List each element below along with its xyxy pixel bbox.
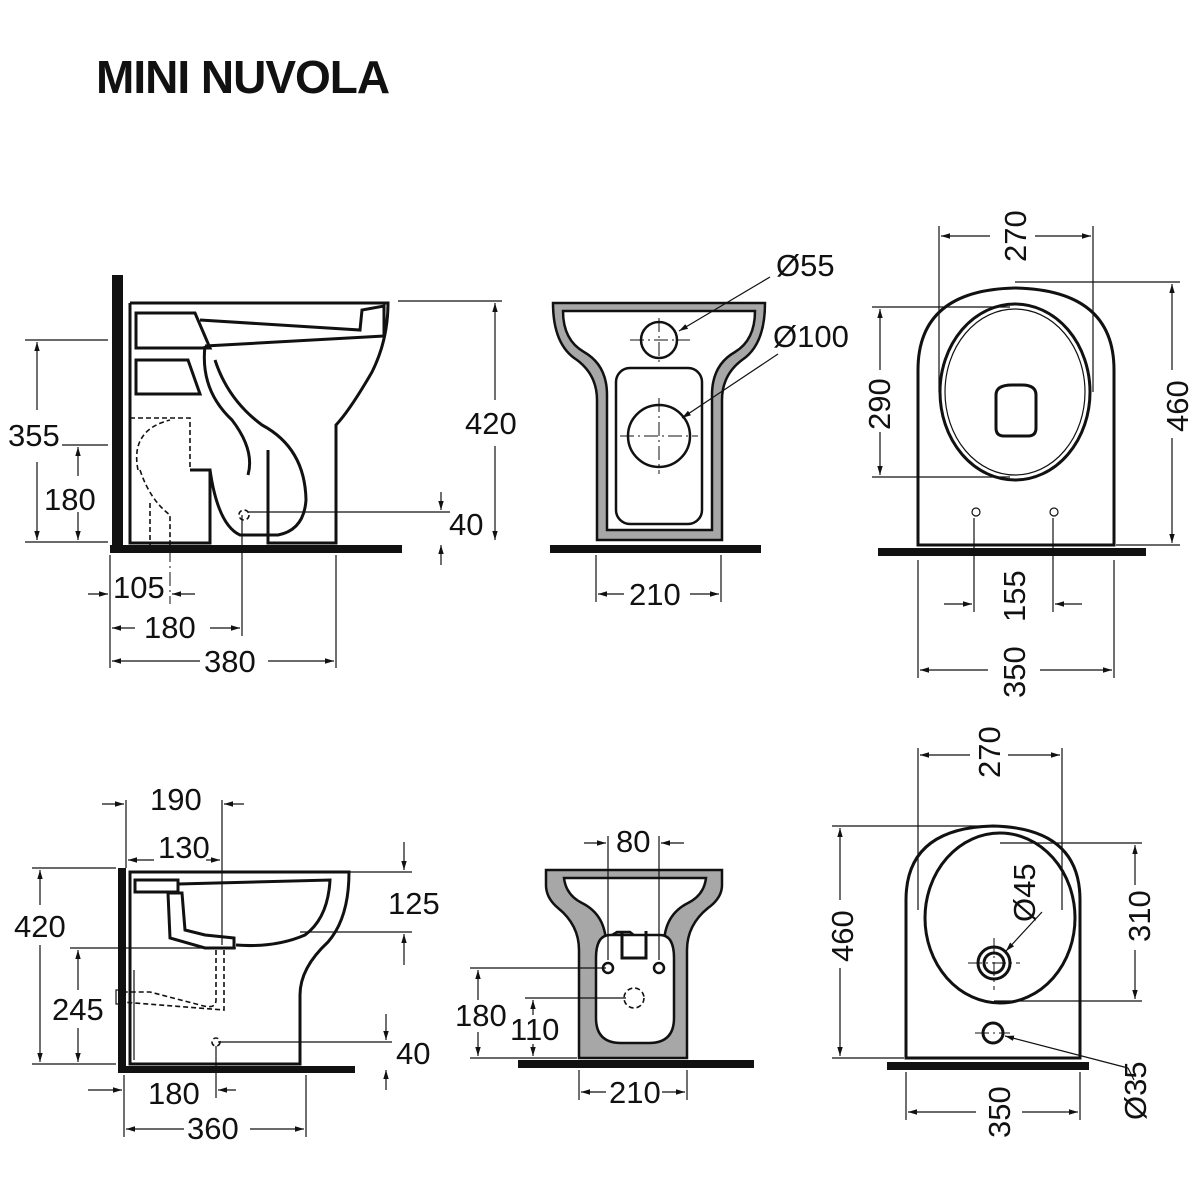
dim-wc-side-105: 105 [113,570,165,605]
dim-bidet-front-80: 80 [616,824,650,859]
wc-top-bowl [938,302,1092,482]
dim-wc-front-d100: Ø100 [773,319,849,354]
wc-top-view: 270 290 460 155 350 [862,210,1195,698]
dim-bidet-top-270: 270 [972,726,1007,778]
bidet-bowl-inner [177,878,332,948]
wc-fixing-hole-right [1049,507,1059,517]
bidet-hidden-waste [121,950,225,1011]
wc-fixing-point [238,509,250,521]
bidet-front-tap [620,931,648,960]
dim-wc-front-210: 210 [629,577,681,612]
wc-rim [199,304,386,348]
dim-wc-side-40: 40 [449,507,483,542]
dim-bidet-side-180: 180 [148,1076,200,1111]
bidet-side-view: 190 130 125 420 245 40 1 [14,782,440,1146]
floor-line [118,1066,355,1073]
bidet-overflow-channel [166,891,236,950]
dim-wc-side-180h: 180 [44,482,96,517]
bidet-body-outline [128,870,351,1066]
wall-line [118,868,126,1073]
dim-bidet-side-190: 190 [150,782,202,817]
dim-bidet-top-460: 460 [825,910,860,962]
wc-side-view: 355 180 420 40 105 180 380 [8,275,517,679]
dim-wc-top-155: 155 [997,570,1032,622]
bidet-top-bowl [923,831,1077,1005]
bidet-top-view: 270 460 310 Ø45 350 Ø35 [825,726,1157,1138]
dim-wc-side-420: 420 [465,406,517,441]
wc-hidden-outlet [130,417,191,548]
bidet-fixing-right [652,961,666,975]
bidet-waste-hidden [623,987,645,1009]
wc-trap-inner [202,345,252,476]
dim-bidet-front-110: 110 [510,1012,559,1047]
dim-bidet-side-130: 130 [158,830,210,865]
dim-wc-top-460: 460 [1160,380,1195,432]
dim-wc-top-270: 270 [998,210,1033,262]
floor-line [887,1062,1089,1070]
bidet-front-panel [594,933,676,1045]
wc-front-view: Ø55 Ø100 210 [550,248,849,612]
wc-cistern-channel [134,311,213,350]
dim-wc-top-290: 290 [862,378,897,430]
wc-base-outline [128,303,212,545]
wc-fixing-hole-left [971,507,981,517]
dim-bidet-side-40: 40 [396,1036,430,1071]
dim-wc-top-350: 350 [997,646,1032,698]
dim-wc-side-180w: 180 [144,610,196,645]
bidet-front-view: 80 180 110 210 [455,824,754,1110]
dim-bidet-top-310: 310 [1122,890,1157,942]
product-title: MINI NUVOLA [96,51,390,103]
wc-top-outlet [994,383,1038,438]
dim-wc-side-380: 380 [204,644,256,679]
dim-bidet-side-420: 420 [14,909,66,944]
dim-bidet-side-245: 245 [52,992,104,1027]
dim-bidet-front-210: 210 [609,1075,661,1110]
bidet-tap-hole [133,878,180,894]
dim-bidet-side-125: 125 [388,886,440,921]
floor-line [550,545,761,553]
bidet-top-outline [904,824,1082,1060]
dim-bidet-front-180: 180 [455,998,507,1033]
bidet-front-rim [562,876,708,947]
floor-line [878,548,1146,556]
wc-top-outline [916,286,1116,547]
wc-trap-outer [208,359,308,537]
wc-body-outline [130,301,390,545]
wc-flush-channel [134,358,203,396]
floor-line [518,1060,754,1068]
dim-bidet-top-d45: Ø45 [1007,863,1042,922]
floor-line [110,545,402,553]
dim-wc-front-d55: Ø55 [776,248,835,283]
dim-wc-side-355: 355 [8,418,60,453]
dim-bidet-side-360: 360 [187,1111,239,1146]
dim-bidet-top-350: 350 [982,1086,1017,1138]
dim-bidet-top-d35: Ø35 [1118,1061,1153,1120]
